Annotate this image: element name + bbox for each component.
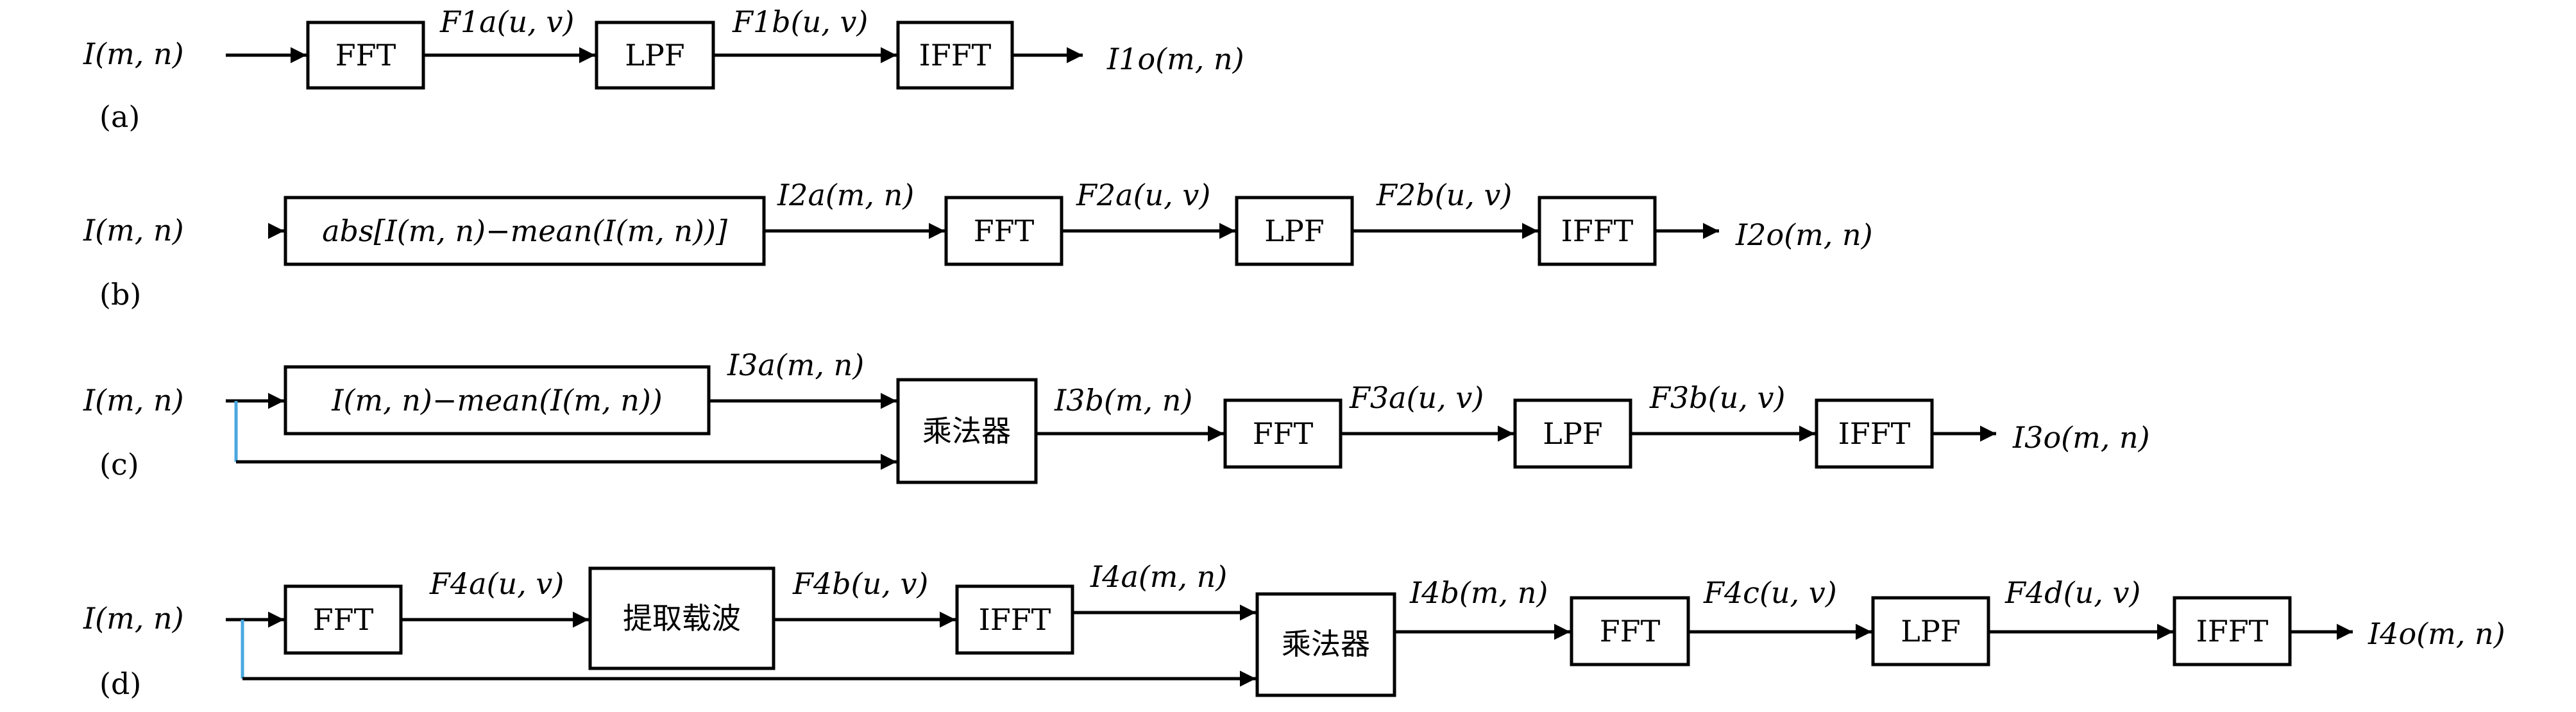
row-c-lpf-block	[1513, 398, 1632, 469]
row-a-ifft-block	[896, 21, 1014, 90]
row-d-fft-block-1	[284, 584, 403, 655]
row-d-signal-4: I4b(m, n)	[1409, 575, 1548, 610]
row-a-ifft-label: IFFT	[919, 38, 992, 72]
row-a-tag: (a)	[99, 99, 140, 134]
row-c-ifft-block	[1815, 398, 1934, 469]
row-d-ifft-label-1: IFFT	[979, 602, 1051, 637]
row-c-lpf-label: LPF	[1543, 416, 1602, 451]
row-d-tag: (d)	[99, 666, 141, 701]
row-b-input-label: I(m, n)	[83, 213, 184, 248]
row-d-carrier-label: 提取载波	[623, 601, 741, 636]
row-c-signal-4: F3b(u, v)	[1649, 380, 1785, 415]
row-d-carrier-block	[588, 566, 775, 670]
row-d-multiplier-block	[1255, 592, 1396, 697]
row-d-signal-6: F4d(u, v)	[2004, 575, 2140, 610]
row-c-fft-label: FFT	[1253, 416, 1314, 451]
row-c: I(m, n) (c) I(m, n)−mean(I(m, n)) I3a(m,…	[83, 348, 2150, 484]
row-a-output-label: I1o(m, n)	[1106, 42, 1244, 76]
row-d: I(m, n) (d) FFT F4a(u, v) 提取载波 F4b(u, v)…	[83, 559, 2505, 701]
row-b-fft-block	[944, 196, 1063, 266]
row-b: I(m, n) (b) abs[I(m, n)−mean(I(m, n))] I…	[83, 178, 1873, 312]
row-d-lpf-block	[1871, 596, 1990, 666]
row-b-lpf-label: LPF	[1264, 214, 1324, 248]
row-b-tag: (b)	[99, 277, 141, 312]
row-a: I(m, n) (a) FFT F1a(u, v) LPF F1b(u, v) …	[83, 4, 1244, 134]
row-a-lpf-label: LPF	[625, 38, 684, 72]
row-b-abs-label: abs[I(m, n)−mean(I(m, n))]	[322, 214, 727, 248]
row-c-signal-3: F3a(u, v)	[1349, 380, 1484, 415]
row-a-fft-label: FFT	[335, 38, 396, 72]
row-d-lpf-label: LPF	[1901, 614, 1960, 648]
row-a-signal-1: F1a(u, v)	[439, 4, 574, 39]
row-c-ifft-label: IFFT	[1838, 416, 1911, 451]
row-d-ifft-block-1	[955, 584, 1074, 655]
row-c-sub-label: I(m, n)−mean(I(m, n))	[331, 383, 662, 418]
row-d-ifft-label-2: IFFT	[2196, 614, 2269, 648]
row-d-signal-5: F4c(u, v)	[1703, 575, 1837, 610]
row-d-fft-label-2: FFT	[1600, 614, 1661, 648]
row-b-lpf-block	[1235, 196, 1354, 266]
row-d-input-label: I(m, n)	[83, 601, 184, 636]
row-c-input-label: I(m, n)	[83, 383, 184, 418]
row-d-signal-2: F4b(u, v)	[792, 566, 928, 601]
row-b-signal-2: F2a(u, v)	[1076, 178, 1210, 212]
row-b-output-label: I2o(m, n)	[1735, 217, 1873, 252]
row-c-signal-2: I3b(m, n)	[1054, 383, 1192, 418]
row-d-fft-label-1: FFT	[313, 602, 374, 637]
row-c-tag: (c)	[99, 447, 139, 482]
row-b-ifft-label: IFFT	[1561, 214, 1634, 248]
row-c-signal-1: I3a(m, n)	[727, 348, 864, 382]
row-c-multiplier-block	[896, 378, 1038, 484]
row-a-signal-2: F1b(u, v)	[732, 4, 868, 39]
row-d-signal-3: I4a(m, n)	[1090, 559, 1227, 594]
row-b-ifft-block	[1538, 196, 1657, 266]
row-d-ifft-block-2	[2173, 596, 2292, 666]
row-a-input-label: I(m, n)	[83, 37, 184, 71]
row-b-fft-label: FFT	[974, 214, 1035, 248]
row-d-output-label: I4o(m, n)	[2368, 616, 2505, 651]
row-c-multiplier-label: 乘法器	[922, 414, 1011, 448]
row-d-multiplier-label: 乘法器	[1282, 627, 1370, 661]
row-b-signal-1: I2a(m, n)	[777, 178, 914, 212]
row-c-output-label: I3o(m, n)	[2012, 420, 2150, 455]
row-d-fft-block-2	[1570, 596, 1690, 666]
row-d-signal-1: F4a(u, v)	[429, 566, 564, 601]
row-b-signal-3: F2b(u, v)	[1376, 178, 1512, 212]
